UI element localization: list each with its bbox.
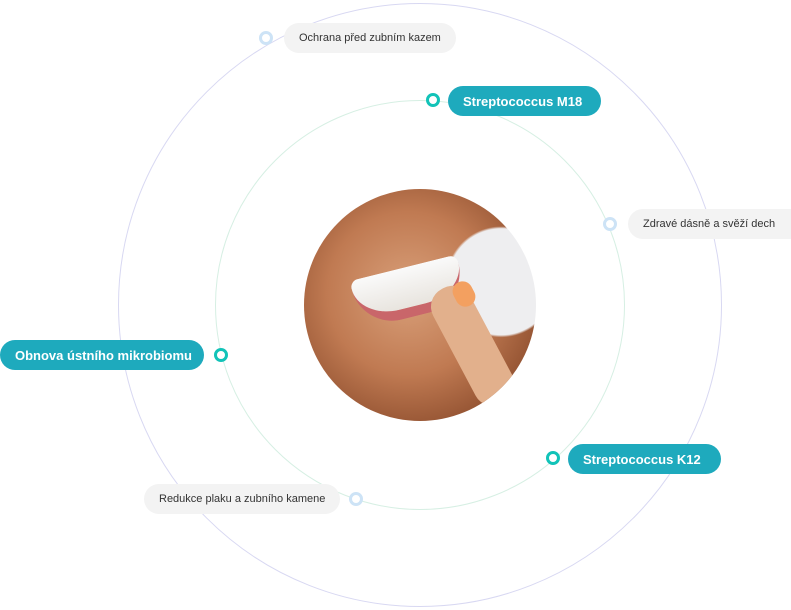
- strain-label-m18: Streptococcus M18: [448, 86, 601, 116]
- orbit-dot-icon: [349, 492, 363, 506]
- benefit-label-microbiome: Obnova ústního mikrobiomu: [0, 340, 204, 370]
- benefit-label-plaque: Redukce plaku a zubního kamene: [144, 484, 341, 514]
- orbit-dot-icon: [426, 93, 440, 107]
- outer-orbit-ring: [118, 3, 722, 607]
- orbit-dot-icon: [259, 31, 273, 45]
- smile-photo: [304, 189, 536, 421]
- inner-orbit-ring: [215, 100, 625, 510]
- orbit-dot-icon: [603, 217, 617, 231]
- benefit-label-caries: Ochrana před zubním kazem: [284, 23, 456, 53]
- strain-label-k12: Streptococcus K12: [568, 444, 721, 474]
- benefit-label-gums: Zdravé dásně a svěží dech: [628, 209, 791, 239]
- orbit-dot-icon: [214, 348, 228, 362]
- orbit-dot-icon: [546, 451, 560, 465]
